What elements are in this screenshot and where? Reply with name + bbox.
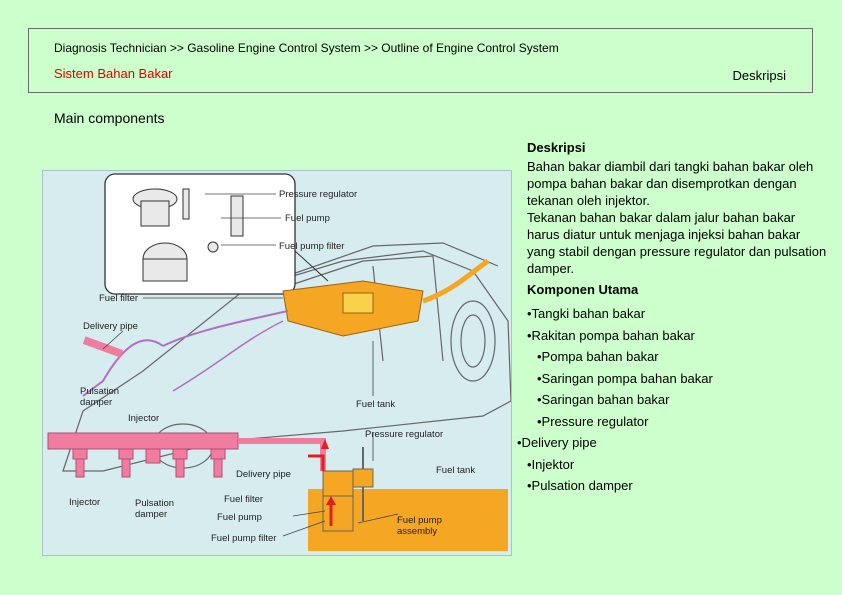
label-fuel-filter-schematic: Fuel filter [224,494,264,505]
label-pulsation-damper-schematic: Pulsation damper [135,498,175,520]
label-injector-schematic: Injector [69,497,101,508]
label-delivery-pipe: Delivery pipe [83,321,138,332]
label-fuel-filter: Fuel filter [99,293,139,304]
list-item: •Pressure regulator [537,413,649,429]
label-pressure-regulator-schematic: Pressure regulator [365,429,444,440]
label-fuel-pump-assembly: Fuel pump assembly [397,515,442,537]
pump-parts [132,188,244,282]
description-paragraph-1: Bahan bakar diambil dari tangki bahan ba… [527,159,814,208]
list-item: •Tangki bahan bakar [527,306,646,321]
label-pressure-regulator: Pressure regulator [279,189,358,200]
list-item: •Injektor [527,456,575,472]
description-paragraph-2: Tekanan bahan bakar dalam jalur bahan ba… [527,210,827,276]
fuel-system-diagram: Pressure regulator Fuel pump Fuel pump f… [42,170,512,556]
list-item: •Rakitan pompa bahan bakar [527,327,695,343]
page-title: Main components [54,110,165,126]
description-title: Deskripsi [527,140,586,155]
list-item: •Pompa bahan bakar [537,349,659,364]
components-title: Komponen Utama [527,282,639,297]
description-panel: Deskripsi Bahan bakar diambil dari tangk… [517,138,827,497]
breadcrumb[interactable]: Diagnosis Technician >> Gasoline Engine … [54,41,559,55]
label-fuel-tank: Fuel tank [356,399,396,410]
header-right-label: Deskripsi [732,68,786,83]
components-list: •Tangki bahan bakar •Rakitan pompa bahan… [517,303,827,497]
list-item: •Saringan bahan bakar [537,392,670,407]
label-fuel-tank-schematic: Fuel tank [436,465,476,476]
label-pulsation-damper: Pulsation damper [80,386,120,408]
injectors [72,448,226,478]
label-fuel-pump: Fuel pump [285,213,330,224]
list-item: •Saringan pompa bahan bakar [537,370,713,386]
list-item: •Delivery pipe [517,435,597,450]
section-title: Sistem Bahan Bakar [54,66,173,81]
header-box: Diagnosis Technician >> Gasoline Engine … [28,28,813,93]
diagram-drawing [47,173,511,551]
label-fuel-pump-schematic: Fuel pump [217,512,262,523]
label-fuel-pump-filter: Fuel pump filter [279,241,345,252]
label-fuel-pump-filter-schematic: Fuel pump filter [211,533,277,544]
label-delivery-pipe-schematic: Delivery pipe [236,469,291,480]
list-item: •Pulsation damper [527,478,633,493]
label-injector: Injector [128,413,160,424]
